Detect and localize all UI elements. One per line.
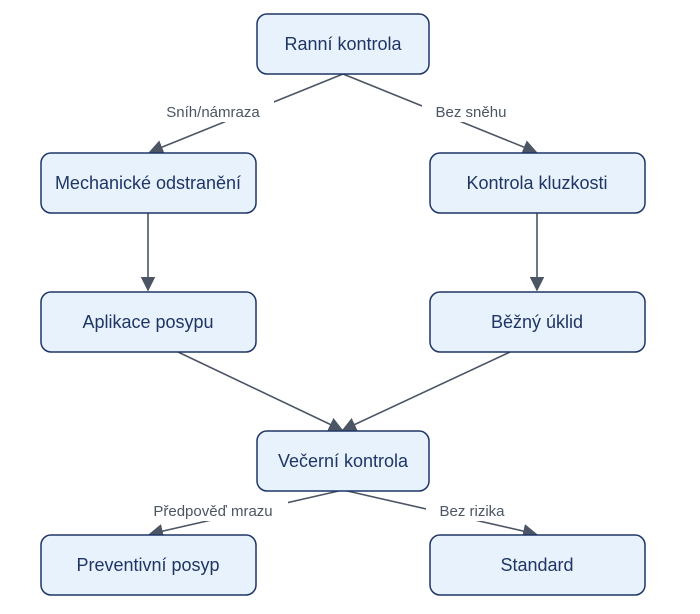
edge-cleaning-evening — [341, 351, 511, 432]
edge-label-no-snow: Bez sněhu — [436, 104, 507, 121]
node-slip-check: Kontrola kluzkosti — [429, 152, 646, 214]
node-mechanical-removal-label: Mechanické odstranění — [55, 173, 241, 193]
node-slip-check-label: Kontrola kluzkosti — [466, 173, 607, 193]
node-standard-label: Standard — [500, 555, 573, 575]
edge-spread-evening — [177, 351, 344, 431]
node-preventive-spreading-label: Preventivní posyp — [76, 555, 219, 575]
node-evening-check-label: Večerní kontrola — [278, 451, 409, 471]
node-preventive-spreading: Preventivní posyp — [40, 534, 257, 596]
edge-label-snow: Sníh/námraza — [166, 104, 260, 121]
node-morning-check: Ranní kontrola — [256, 13, 430, 75]
edge-label-frost-forecast: Předpověď mrazu — [153, 503, 272, 520]
edge-label-no-risk: Bez rizika — [439, 503, 505, 520]
node-standard: Standard — [429, 534, 646, 596]
node-mechanical-removal: Mechanické odstranění — [40, 152, 257, 214]
node-regular-cleaning-label: Běžný úklid — [491, 312, 583, 332]
node-morning-check-label: Ranní kontrola — [284, 34, 402, 54]
node-evening-check: Večerní kontrola — [256, 430, 430, 492]
node-regular-cleaning: Běžný úklid — [429, 291, 646, 353]
edge-labels: Sníh/námraza Bez sněhu Předpověď mrazu B… — [138, 100, 520, 521]
node-spreading: Aplikace posypu — [40, 291, 257, 353]
node-spreading-label: Aplikace posypu — [82, 312, 213, 332]
